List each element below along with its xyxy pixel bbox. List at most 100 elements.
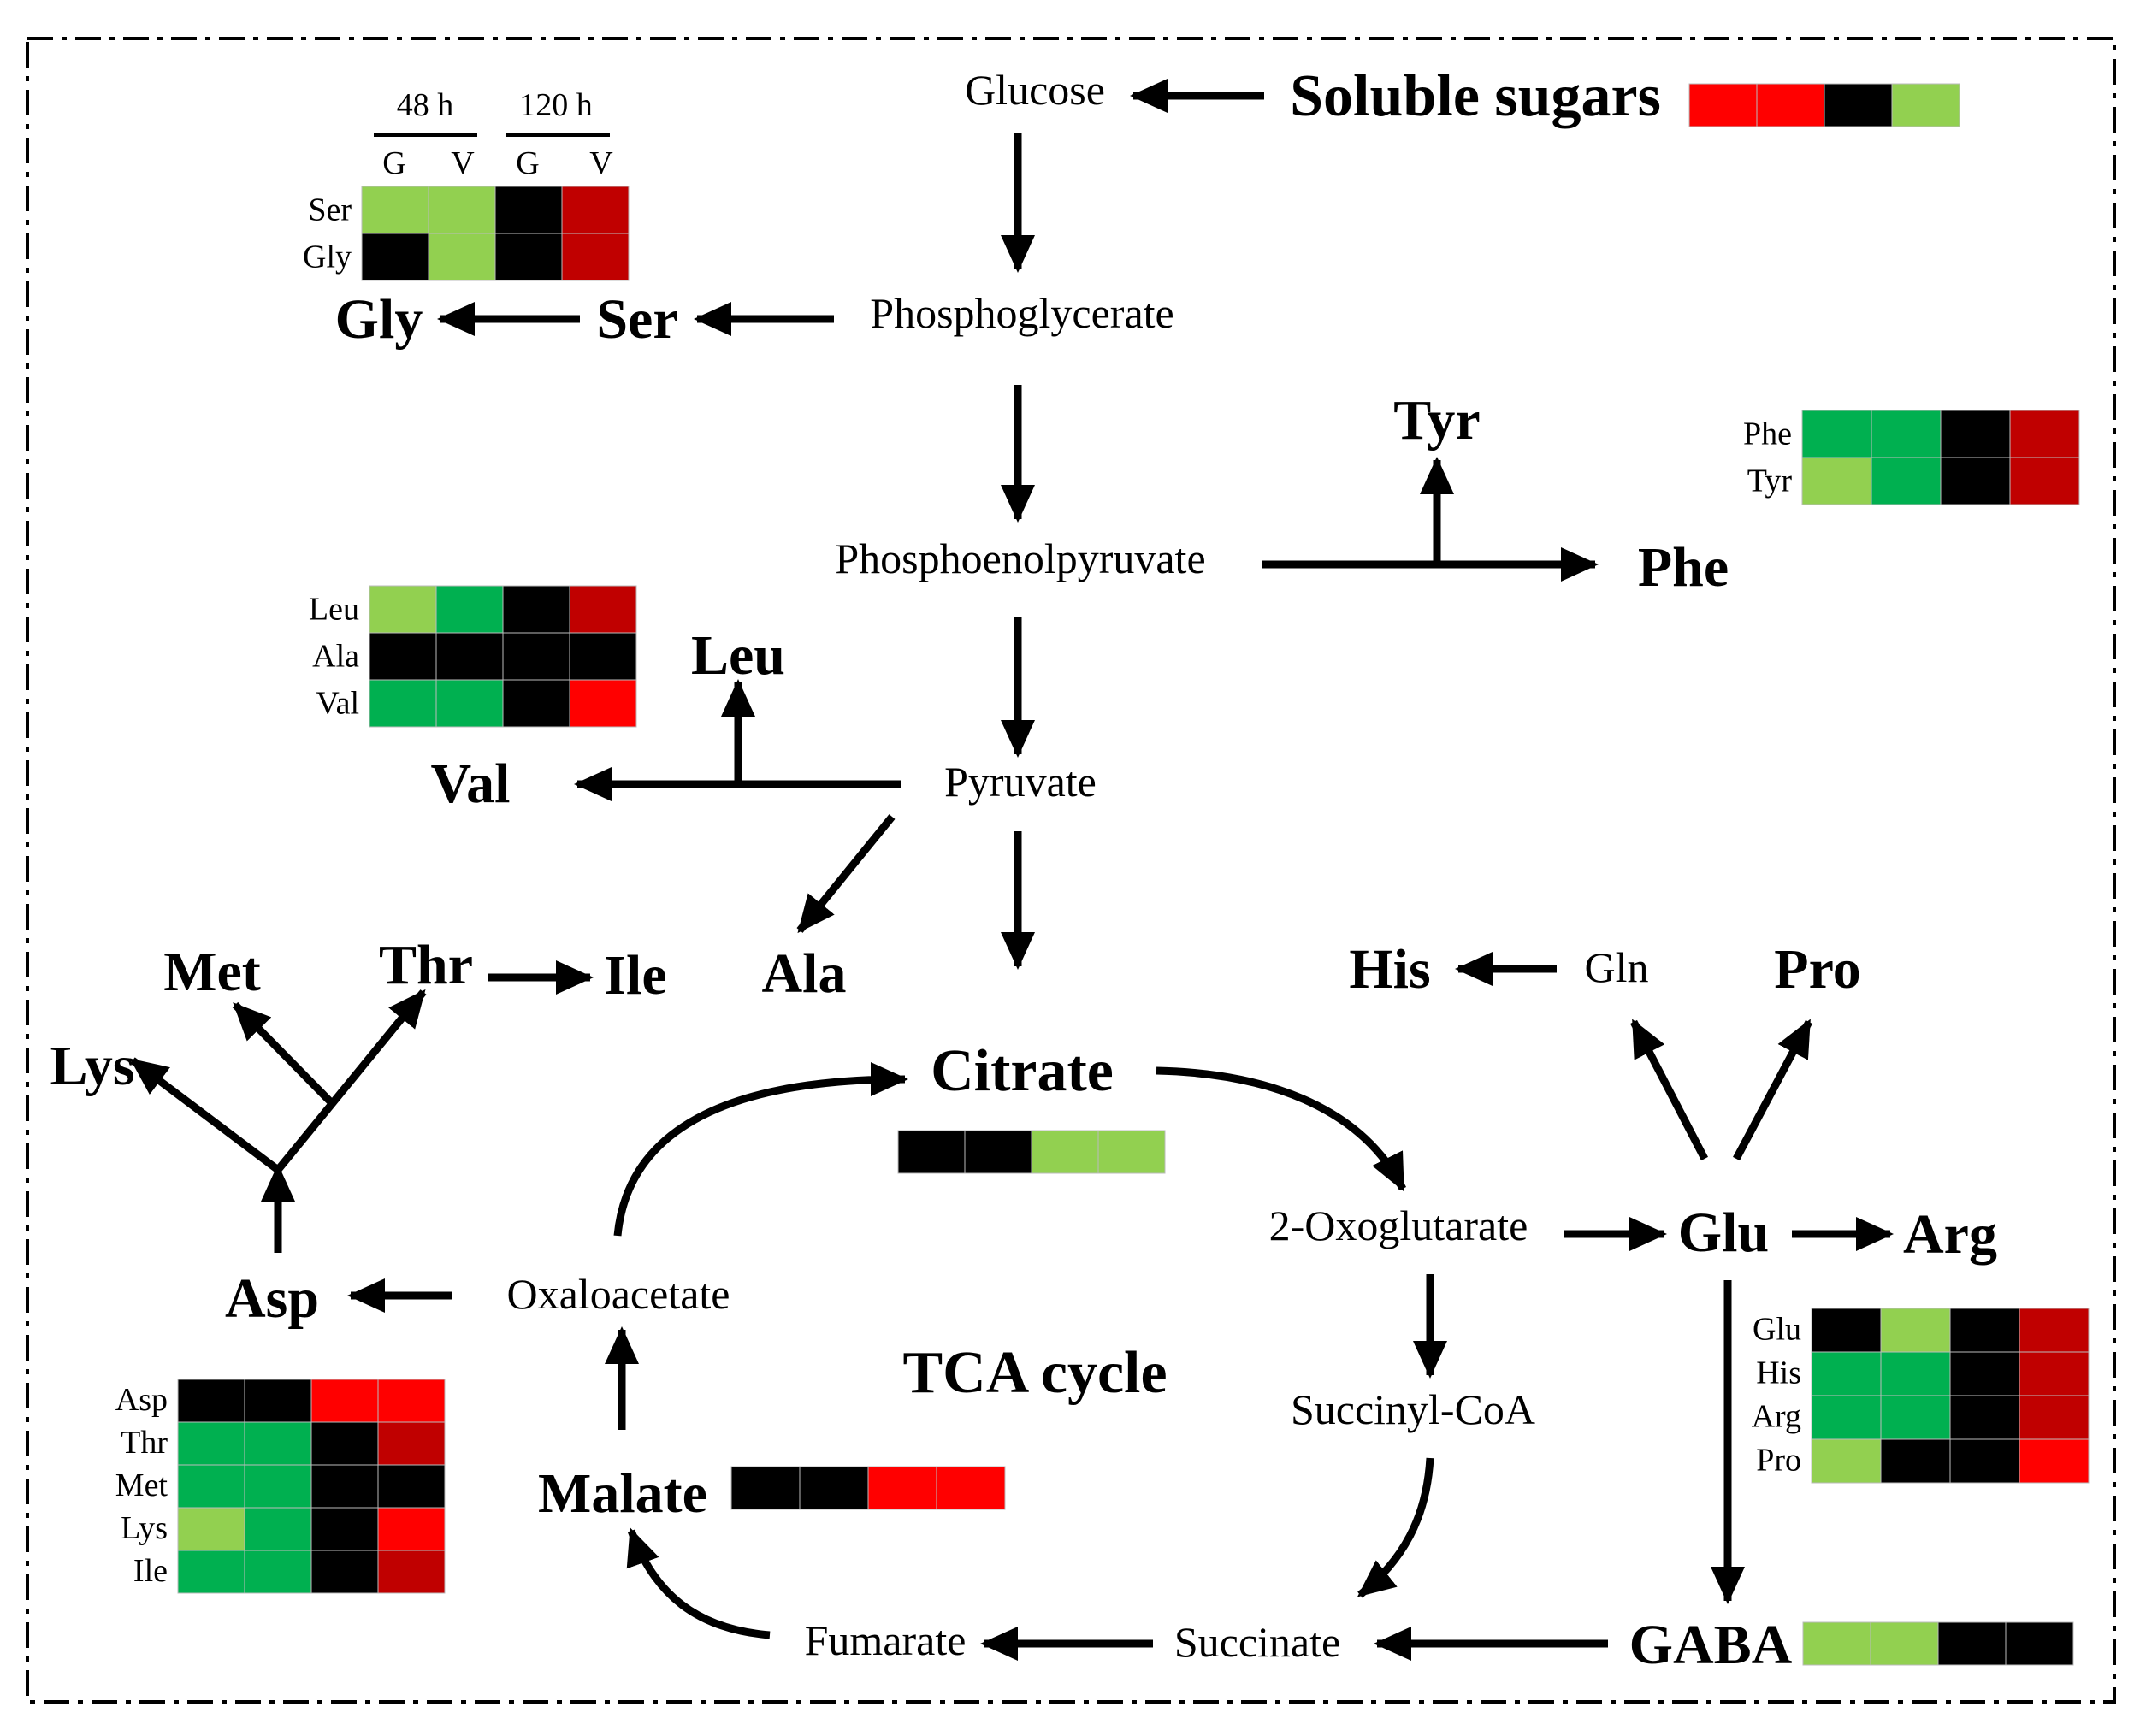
label-succinyl-coa: Succinyl-CoA [1291, 1385, 1535, 1433]
heatmap-row-label: Ser [308, 192, 352, 228]
label-gln: Gln [1585, 943, 1649, 991]
label-val: Val [431, 753, 511, 815]
heatstrip-cell [1802, 1621, 1871, 1666]
heatmap-row-label: Arg [1752, 1399, 1801, 1435]
arrow-branch-to-thr [275, 989, 427, 1172]
heatstrip-cell [936, 1466, 1006, 1510]
heatmap-cell [2019, 1308, 2090, 1353]
label-ser: Ser [596, 288, 677, 351]
heatmap-row-label: Met [115, 1467, 168, 1503]
heatmap-row-label: Pro [1756, 1443, 1801, 1479]
arrow-fumarate-to-malate [626, 1527, 771, 1639]
heatmap-row-label: Gly [303, 239, 352, 275]
heatmap-cell [561, 233, 630, 281]
label-thr: Thr [379, 934, 473, 996]
heatmap-cell [1949, 1438, 2020, 1484]
label-glucose: Glucose [965, 66, 1105, 114]
heatmap-cell [561, 186, 630, 234]
heatmap-cell [369, 679, 437, 728]
heatmap-row-label: Phe [1743, 416, 1792, 452]
heatstrip-cell [1891, 83, 1960, 127]
heatstrip-cell [730, 1466, 801, 1510]
heatstrip-cell [867, 1466, 937, 1510]
heatstrip-cell [1756, 83, 1825, 127]
heatstrip-cell [1688, 83, 1758, 127]
heatmap-cell [310, 1507, 379, 1551]
label-oxaloacetate: Oxaloacetate [507, 1270, 730, 1318]
label-gaba: GABA [1629, 1614, 1793, 1676]
heatmap-cell [1880, 1308, 1951, 1353]
label-phosphoglycerate: Phosphoglycerate [870, 289, 1173, 337]
heatmap-cell [244, 1421, 312, 1466]
label-2-oxoglutarate: 2-Oxoglutarate [1269, 1202, 1528, 1249]
heatstrip-gaba [1802, 1621, 2074, 1666]
heatmap-cell [377, 1507, 446, 1551]
heatmap-cell [1940, 457, 2011, 505]
heatmap-cell [2019, 1438, 2090, 1484]
label-phe: Phe [1638, 536, 1729, 599]
arrow-succinylcoa-to-succinate [1357, 1457, 1434, 1598]
heatmap-cell [244, 1464, 312, 1509]
heatstrip-malate [730, 1466, 1006, 1510]
arrow-subbranch-to-met [232, 1001, 335, 1107]
heatmap-cell [177, 1464, 245, 1509]
heatmap-cell [244, 1379, 312, 1423]
heatstrip-citrate [897, 1130, 1166, 1174]
heatmap-cell [502, 632, 570, 681]
heatmap-cell [502, 679, 570, 728]
label-his: His [1349, 938, 1430, 1001]
heatstrip-cell [2005, 1621, 2074, 1666]
heatmap-cell [310, 1421, 379, 1466]
heatmap-cell [435, 632, 504, 681]
heatmap-row-label: Val [316, 686, 359, 722]
arrow-glu-to-gln [1630, 1019, 1708, 1161]
heatmap-cell [1880, 1351, 1951, 1396]
heatmap-cell [435, 679, 504, 728]
heatmap-cell [1801, 410, 1872, 458]
header-120h: 120 h [519, 87, 593, 123]
heatmap-cell [377, 1464, 446, 1509]
label-lys: Lys [50, 1035, 134, 1097]
heatmap-cell [1801, 457, 1872, 505]
heatmap-cell [361, 186, 429, 234]
heatmap-cell [1871, 457, 1942, 505]
heatstrip-cell [964, 1130, 1032, 1174]
arrow-branch-to-lys [129, 1057, 281, 1173]
heatmap-row-label: Tyr [1747, 464, 1793, 499]
heatmap-cell [502, 585, 570, 634]
label-phosphoenolpyruvate: Phosphoenolpyruvate [835, 534, 1205, 582]
header-col-4: V [589, 145, 613, 181]
label-met: Met [163, 941, 261, 1003]
label-tca-cycle: TCA cycle [902, 1340, 1167, 1406]
label-tyr: Tyr [1393, 389, 1480, 452]
heatmap-row-label: His [1756, 1355, 1801, 1391]
arrow-pyruvate-to-ala [796, 814, 896, 934]
header-col-1: G [382, 145, 405, 181]
label-gly: Gly [335, 288, 423, 351]
heatmap-cell [1871, 410, 1942, 458]
heatmap-cell [494, 186, 563, 234]
heatmap-cell [569, 632, 637, 681]
heatmap-cell [1811, 1395, 1882, 1440]
label-malate: Malate [538, 1462, 707, 1525]
heatmap-row-label: Leu [309, 592, 359, 628]
heatmap-cell [1811, 1351, 1882, 1396]
header-48h: 48 h [397, 87, 454, 123]
heatmap-row-label: Thr [121, 1425, 168, 1461]
heatmap-cell [2019, 1395, 2090, 1440]
heatmap-cell [1880, 1438, 1951, 1484]
heatmap-cell [1940, 410, 2011, 458]
heatstrip-cell [1031, 1130, 1099, 1174]
heatstrip-cell [1824, 83, 1893, 127]
heatmap-row-label: Glu [1753, 1312, 1801, 1348]
heatmap-row-label: Ile [133, 1553, 168, 1589]
label-soluble-sugars: Soluble sugars [1290, 63, 1661, 129]
heatmap-cell [569, 679, 637, 728]
label-ile: Ile [604, 944, 666, 1007]
